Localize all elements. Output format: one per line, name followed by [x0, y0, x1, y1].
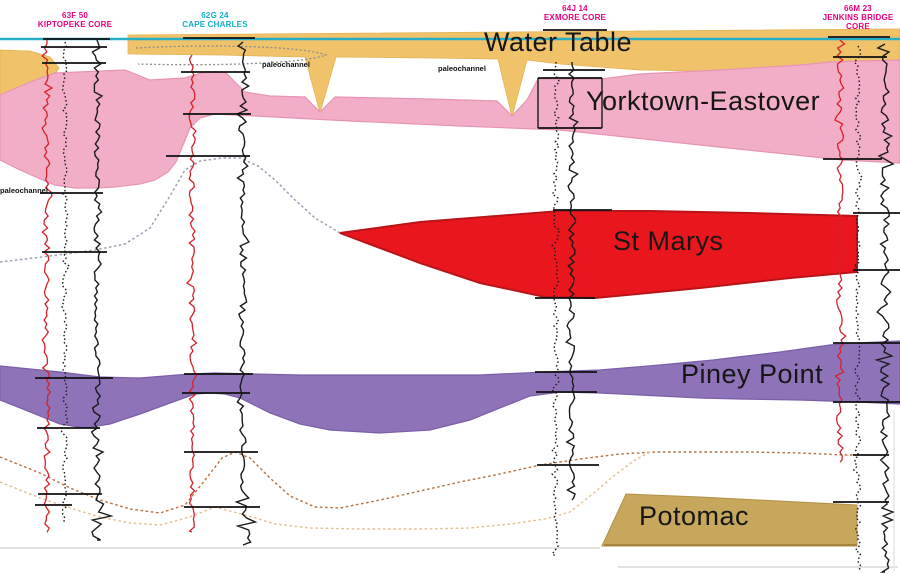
lithology-log-exmore — [550, 61, 561, 557]
lithology-log-kiptopeke — [90, 39, 114, 541]
well-label-exmore: 64J 14 EXMORE CORE — [544, 4, 606, 22]
label-water-table: Water Table — [484, 27, 633, 57]
well-name: CAPE CHARLES — [182, 20, 248, 30]
well-code: 66M 23 — [844, 4, 872, 13]
yorktown-eastover-layer — [0, 59, 900, 189]
st-marys-layer — [339, 210, 858, 300]
lithology-log-exmore — [565, 61, 579, 501]
yorktown-base-dashed-line — [0, 157, 341, 263]
well-name: EXMORE CORE — [543, 13, 607, 23]
gamma-log-cape-charles — [185, 54, 198, 533]
paleochannel-annotation-2: paleochannel — [438, 64, 486, 73]
lower-tan-dashed-line — [0, 451, 651, 530]
lithology-log-kiptopeke — [59, 41, 71, 523]
label-potomac: Potomac — [639, 501, 750, 531]
label-piney-point: Piney Point — [681, 359, 824, 389]
well-label-jenkins-bridge: 66M 23 JENKINS BRIDGE CORE — [823, 4, 894, 32]
label-st-marys: St Marys — [613, 226, 724, 256]
well-name: JENKINS BRIDGE — [822, 13, 894, 23]
gamma-log-jenkins-bridge — [834, 39, 847, 463]
lithology-log-jenkins-bridge — [874, 43, 895, 573]
well-log-traces — [35, 29, 900, 573]
well-code: 64J 14 — [562, 4, 588, 13]
paleochannel-annotation-3: paleochannel — [0, 186, 48, 195]
label-yorktown-eastover: Yorktown-Eastover — [586, 86, 821, 116]
gamma-log-kiptopeke — [41, 39, 54, 533]
well-label-cape-charles: 62G 24 CAPE CHARLES — [182, 11, 248, 29]
well-code: 63F 50 — [61, 11, 89, 20]
well-name: KIPTOPEKE CORE — [37, 20, 113, 30]
paleochannel-dotted-outline — [135, 45, 328, 66]
well-code: 62G 24 — [201, 11, 229, 20]
paleochannel-annotation-1: paleochannel — [262, 60, 310, 69]
piney-point-layer — [0, 340, 900, 434]
upper-brown-dashed-line — [0, 451, 853, 514]
well-label-kiptopeke: 63F 50 KIPTOPEKE CORE — [38, 11, 112, 29]
lithology-log-cape-charles — [234, 41, 258, 546]
well-name-line2: CORE — [846, 22, 870, 32]
